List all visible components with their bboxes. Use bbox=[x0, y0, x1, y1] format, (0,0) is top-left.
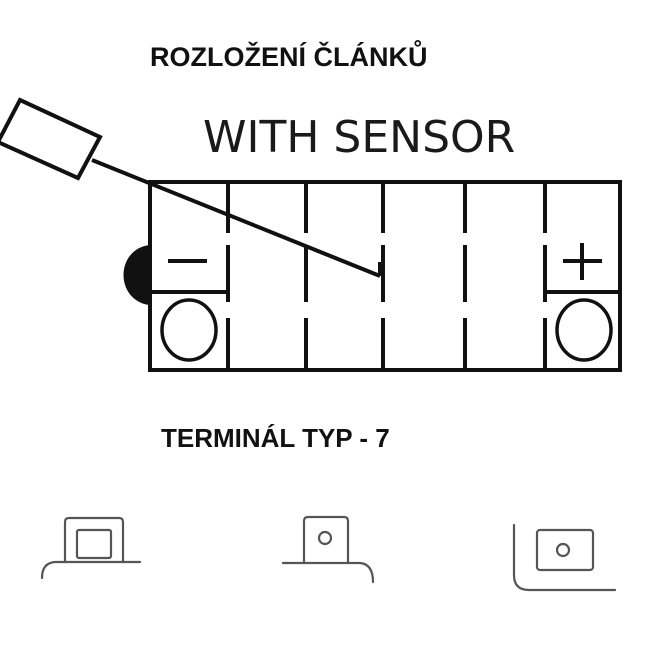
cell-dividers bbox=[226, 182, 547, 370]
terminal-icon-2 bbox=[281, 515, 375, 584]
vent-bump bbox=[123, 245, 149, 305]
positive-terminal bbox=[555, 298, 613, 362]
sensor-wire bbox=[91, 158, 381, 278]
negative-terminal bbox=[160, 298, 218, 362]
with-sensor-label: WITH SENSOR bbox=[203, 112, 516, 163]
sensor-head bbox=[0, 97, 103, 181]
terminal-icon-3 bbox=[512, 523, 617, 592]
terminal-icon-1 bbox=[40, 516, 142, 580]
layout-title: ROZLOŽENÍ ČLÁNKŮ bbox=[150, 42, 428, 72]
terminal-type-label: TERMINÁL TYP - 7 bbox=[161, 423, 390, 453]
plus-sign bbox=[563, 243, 602, 280]
